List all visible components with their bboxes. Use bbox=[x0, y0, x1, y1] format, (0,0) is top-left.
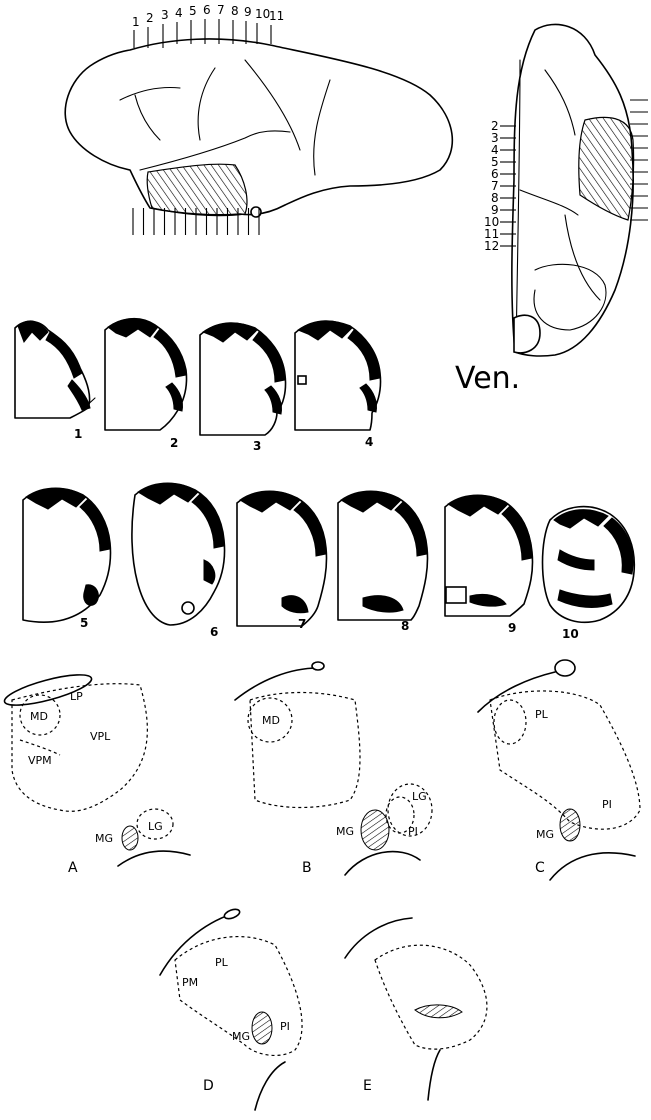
coronal-section-6: 6 bbox=[132, 483, 225, 639]
thalamus-panel-C: PL PI MG C bbox=[478, 660, 640, 880]
coronal-section-4: 4 bbox=[295, 321, 381, 449]
lateral-top-number: 6 bbox=[203, 3, 211, 17]
coronal-section-2: 2 bbox=[105, 319, 187, 450]
section-row-1: 1 2 3 4 bbox=[15, 319, 381, 453]
coronal-section-5: 5 bbox=[23, 488, 111, 630]
panel-label: A bbox=[68, 860, 78, 876]
thalamus-panel-E: E bbox=[345, 918, 487, 1100]
lateral-top-number: 1 bbox=[132, 15, 140, 29]
lateral-top-numbers: 1 2 3 4 5 6 7 8 9 10 11 bbox=[132, 3, 284, 29]
lateral-top-number: 8 bbox=[231, 4, 239, 18]
section-number: 9 bbox=[508, 621, 516, 635]
nucleus-label: VPM bbox=[28, 754, 52, 767]
lateral-lesion-hatched bbox=[147, 164, 247, 215]
nucleus-label: PL bbox=[535, 708, 549, 721]
lateral-top-number: 3 bbox=[161, 8, 169, 22]
section-number: 1 bbox=[74, 427, 82, 441]
coronal-section-3: 3 bbox=[200, 323, 286, 453]
lateral-top-number: 10 bbox=[255, 7, 270, 21]
nucleus-label: MG bbox=[536, 828, 554, 841]
lateral-top-number: 2 bbox=[146, 11, 154, 25]
nucleus-label: PI bbox=[280, 1020, 290, 1033]
ventral-left-numbers: 2 3 4 5 6 7 8 9 10 11 12 bbox=[484, 119, 499, 253]
ventral-sulcus-2 bbox=[520, 190, 578, 215]
sulcus-4 bbox=[245, 60, 300, 150]
lateral-brain-view: 1 2 3 4 5 6 7 8 9 10 11 bbox=[65, 3, 452, 235]
section-number: 4 bbox=[365, 435, 373, 449]
panel-label: B bbox=[302, 860, 312, 876]
nucleus-label: PM bbox=[182, 976, 198, 989]
sulcus-2 bbox=[135, 95, 160, 140]
coronal-section-9: 9 bbox=[445, 495, 533, 635]
section-number: 10 bbox=[562, 627, 579, 641]
thalamus-panel-A: LP MD VPL VPM LG MG A bbox=[2, 669, 190, 876]
nucleus-label: MG bbox=[95, 832, 113, 845]
section-number: 6 bbox=[210, 625, 218, 639]
section-number: 7 bbox=[298, 617, 306, 631]
lateral-top-number: 11 bbox=[269, 9, 284, 23]
section-number: 5 bbox=[80, 616, 88, 630]
ventral-caption: Ven. bbox=[455, 361, 520, 396]
nucleus-label: VPL bbox=[90, 730, 111, 743]
section-number: 8 bbox=[401, 619, 409, 633]
panel-label: C bbox=[535, 860, 545, 876]
sulcus-1 bbox=[120, 88, 180, 101]
ventral-lobe bbox=[534, 264, 606, 330]
section-row-2: 5 6 7 8 9 bbox=[23, 483, 634, 641]
nucleus-label: MD bbox=[30, 710, 48, 723]
sulcus-3 bbox=[198, 68, 215, 140]
nucleus-label: LP bbox=[70, 690, 83, 703]
ventral-brain-view: 2 3 4 5 6 7 8 9 10 11 12 Ven. bbox=[455, 24, 648, 396]
nucleus-label: LG bbox=[148, 820, 163, 833]
ventral-pole bbox=[514, 315, 540, 353]
ventral-lesion-hatched bbox=[579, 117, 634, 220]
nucleus-label: PI bbox=[602, 798, 612, 811]
nucleus-label: PL bbox=[215, 956, 229, 969]
ventral-sulcus-1 bbox=[545, 70, 575, 135]
lateral-top-number: 4 bbox=[175, 6, 183, 20]
coronal-section-10: 10 bbox=[543, 507, 635, 641]
lateral-top-number: 7 bbox=[217, 3, 225, 17]
thalamus-panel-D: PL PM PI MG D bbox=[160, 908, 302, 1110]
lateral-brain-outline bbox=[65, 39, 452, 215]
ventral-sulcus-3 bbox=[565, 215, 600, 300]
panel-label: E bbox=[363, 1078, 372, 1094]
panel-label: D bbox=[203, 1078, 214, 1094]
lateral-top-number: 5 bbox=[189, 4, 197, 18]
coronal-section-8: 8 bbox=[338, 491, 428, 633]
section-number: 2 bbox=[170, 436, 178, 450]
section-number: 3 bbox=[253, 439, 261, 453]
nucleus-label: LG bbox=[412, 790, 427, 803]
sulcus-5 bbox=[314, 80, 330, 175]
thalamus-panel-B: MD LG MG PI B bbox=[235, 662, 432, 876]
nucleus-label: MG bbox=[336, 825, 354, 838]
nucleus-label: PI bbox=[408, 825, 418, 838]
coronal-section-1: 1 bbox=[15, 321, 95, 441]
nucleus-label: MG bbox=[232, 1030, 250, 1043]
ventral-number: 12 bbox=[484, 239, 499, 253]
lateral-top-number: 9 bbox=[244, 5, 252, 19]
nucleus-label: MD bbox=[262, 714, 280, 727]
coronal-section-7: 7 bbox=[237, 491, 327, 631]
